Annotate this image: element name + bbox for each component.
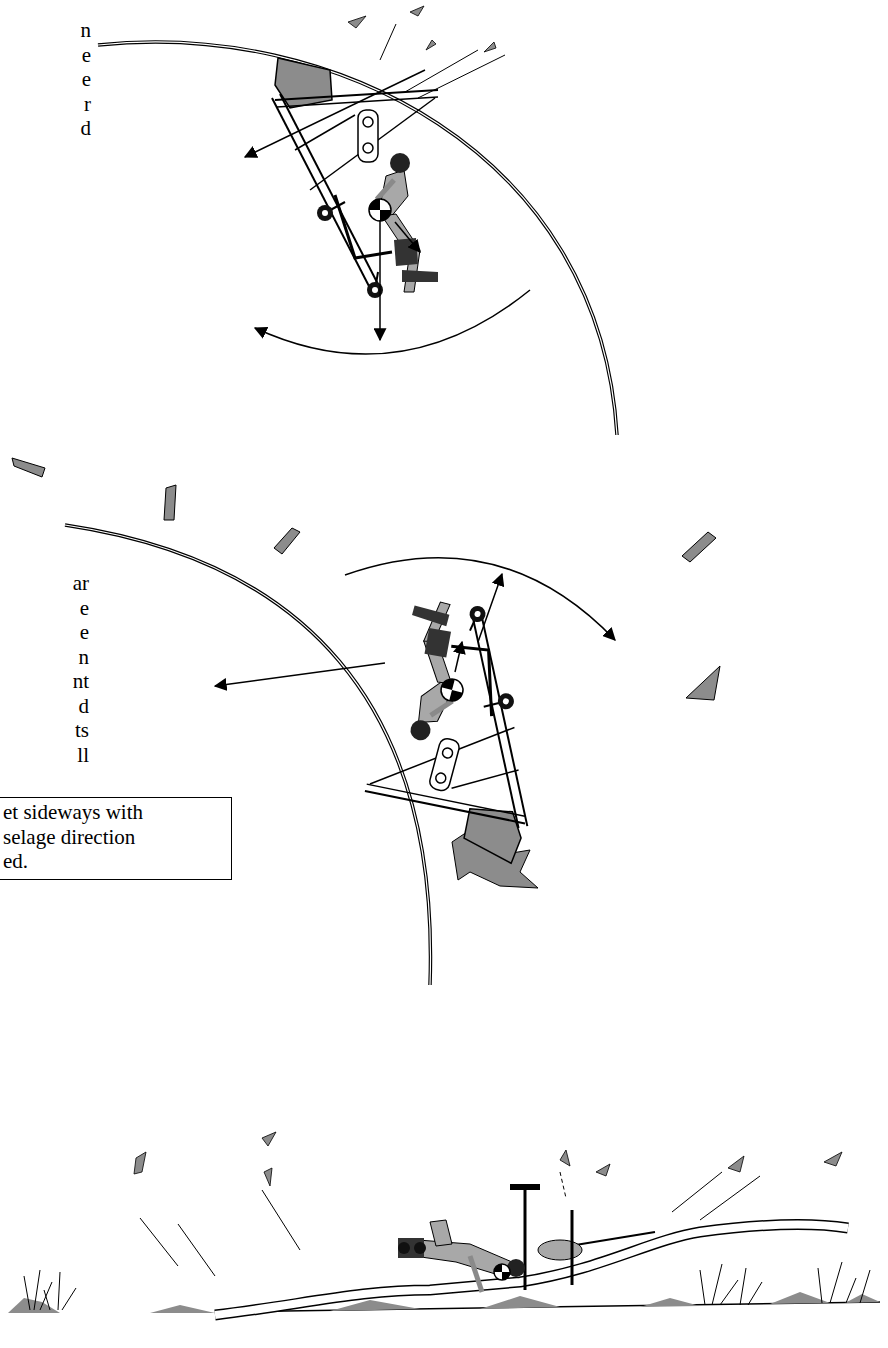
debris-top: [348, 6, 505, 98]
wreck-bottom: [524, 1187, 527, 1290]
note-text: et sideways with selage direction ed.: [3, 800, 165, 874]
debris-top: [484, 42, 496, 52]
grass: [34, 1270, 40, 1310]
grass: [700, 1270, 705, 1305]
wreck-bottom: [414, 1240, 512, 1276]
debris-bottom: [560, 1172, 566, 1198]
wing-arc-middle: [65, 525, 431, 985]
force-arrows-top: [395, 222, 420, 252]
force-arrows-middle: [215, 663, 385, 686]
debris-bottom: [824, 1152, 842, 1166]
wing-arc-middle: [65, 525, 431, 985]
wreck-bottom: [571, 1210, 574, 1285]
ground: [480, 1296, 560, 1309]
grass: [44, 1290, 50, 1310]
wreck-bottom: [494, 1264, 510, 1280]
debris-bottom: [262, 1190, 300, 1250]
force-arrows-top: [245, 70, 425, 157]
grass: [720, 1280, 738, 1305]
wing-arc-middle: [65, 525, 431, 985]
debris-bottom: [262, 1132, 276, 1146]
crumpled-wing: [215, 1225, 848, 1315]
debris-middle: [164, 485, 176, 520]
crumpled-wing: [215, 1225, 848, 1315]
debris-top: [418, 55, 505, 98]
grass: [740, 1268, 746, 1305]
debris-bottom: [596, 1164, 610, 1176]
debris-bottom: [178, 1224, 215, 1276]
wreck-bottom: [398, 1242, 410, 1254]
force-arrows-middle: [478, 574, 502, 642]
force-arrows-top: [255, 290, 530, 354]
wing-arc-top: [98, 42, 617, 435]
debris-top: [348, 16, 366, 28]
debris-bottom: [560, 1150, 570, 1166]
wreck-bottom: [502, 1272, 510, 1280]
wreck-bottom: [430, 1220, 452, 1246]
caption-fragment: n e e r d: [81, 18, 92, 141]
wreck-bottom: [470, 1256, 482, 1292]
force-arrows-middle: [455, 642, 462, 672]
wreck-bottom: [414, 1242, 426, 1254]
wing-arc-top: [98, 42, 617, 435]
grass: [860, 1270, 870, 1303]
debris-middle: [274, 528, 300, 554]
debris-top: [426, 40, 436, 50]
note-box: et sideways with selage direction ed.: [0, 797, 232, 880]
ground: [150, 1305, 215, 1313]
debris-bottom: [264, 1168, 272, 1186]
ground: [8, 1298, 60, 1313]
grass: [818, 1268, 822, 1303]
wreck-bottom: [510, 1184, 540, 1190]
debris-bottom: [134, 1132, 842, 1276]
wreck-bottom: [398, 1187, 655, 1292]
wreck-bottom: [494, 1264, 502, 1272]
debris-top: [405, 50, 478, 92]
debris-bottom: [700, 1176, 760, 1220]
debris-middle: [686, 666, 720, 700]
wreck-bottom: [538, 1240, 582, 1260]
crumpled-wing: [215, 1225, 848, 1315]
force-arrows-top: [379, 220, 381, 340]
debris-top: [410, 6, 424, 16]
grass: [40, 1282, 52, 1310]
debris-middle: [682, 532, 716, 562]
debris-bottom: [134, 1152, 146, 1174]
grass: [712, 1264, 722, 1305]
debris-bottom: [140, 1218, 178, 1266]
grass: [24, 1276, 30, 1310]
wing-arc-top: [98, 42, 617, 435]
debris-bottom: [728, 1156, 744, 1172]
debris-top: [380, 24, 396, 60]
grass: [846, 1278, 856, 1303]
grass: [62, 1288, 76, 1310]
debris-middle: [12, 458, 45, 477]
ground: [640, 1298, 700, 1307]
trike-middle: [357, 590, 579, 865]
debris-bottom: [672, 1172, 722, 1212]
grass: [58, 1272, 60, 1310]
force-arrows-top: [245, 70, 530, 354]
grass: [830, 1262, 842, 1303]
caption-fragment: ar e e n nt d ts ll: [73, 571, 89, 767]
force-arrows-middle: [345, 558, 615, 640]
trike-top: [272, 58, 438, 298]
grass: [748, 1282, 762, 1305]
force-arrows-middle: [215, 558, 615, 686]
